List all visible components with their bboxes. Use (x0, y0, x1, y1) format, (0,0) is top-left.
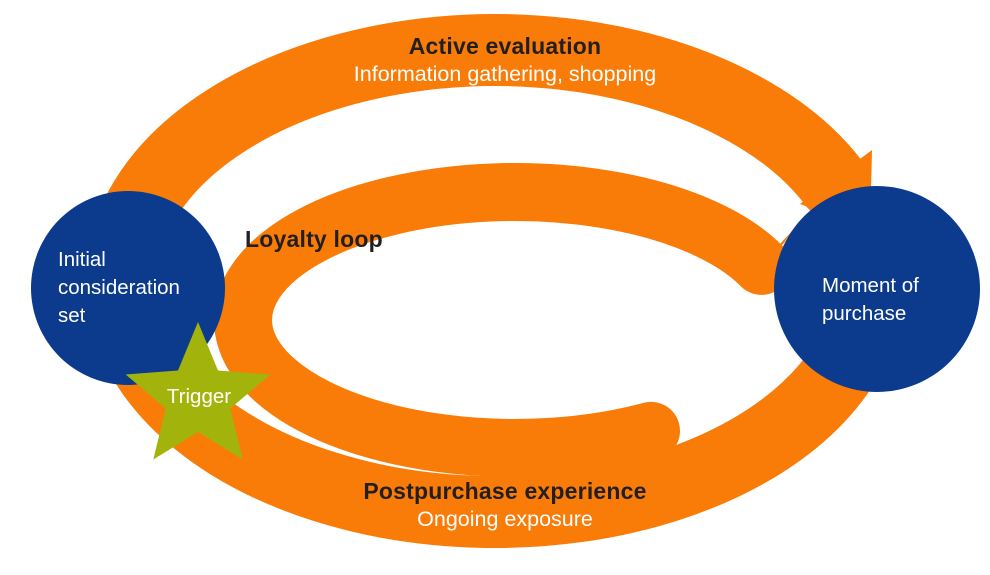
initial-consideration-label: Initial consideration set (58, 248, 180, 327)
loyalty-loop-arrowhead (739, 231, 792, 288)
active-evaluation-title: Active evaluation (408, 33, 602, 59)
loyalty-loop-label: Loyalty loop (245, 226, 383, 252)
active-evaluation-subtitle: Information gathering, shopping (353, 62, 657, 86)
postpurchase-title: Postpurchase experience (363, 478, 647, 504)
initial-consideration-circle (31, 191, 225, 385)
trigger-label: Trigger (166, 385, 232, 408)
loyalty-loop-band (214, 163, 791, 477)
moment-of-purchase-label: Moment of purchase (822, 274, 919, 325)
postpurchase-subtitle: Ongoing exposure (417, 507, 593, 531)
trigger-star (125, 322, 271, 460)
moment-of-purchase-circle (774, 186, 980, 392)
